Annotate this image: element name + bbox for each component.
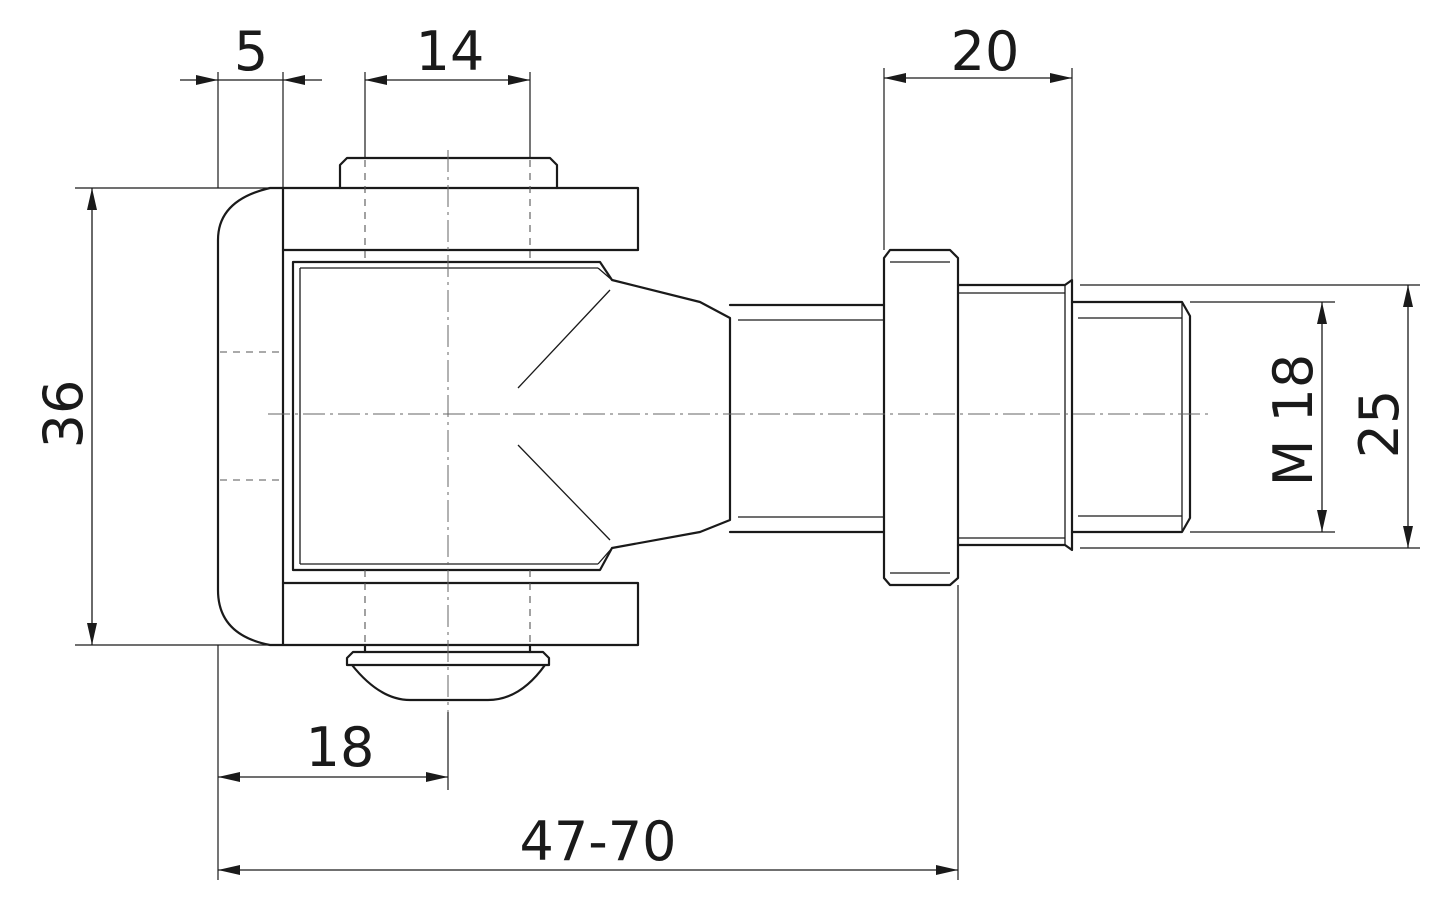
arrow-5-right — [283, 75, 305, 85]
hidden-lines — [220, 160, 531, 645]
eye-chamfer-top — [597, 267, 613, 281]
label-pin-offset: 18 — [306, 716, 375, 779]
label-flange-gap: 5 — [234, 20, 268, 83]
dimension-lines — [87, 73, 1413, 875]
arrow-5-left — [196, 75, 218, 85]
arrow-total-right — [936, 865, 958, 875]
hinge-part — [216, 156, 1192, 702]
threaded-end — [1070, 300, 1192, 534]
center-lines — [268, 150, 1212, 712]
collar — [882, 248, 960, 587]
arrow-14-left — [365, 75, 387, 85]
label-total-length: 47-70 — [520, 810, 677, 873]
arrow-total-left — [218, 865, 240, 875]
label-collar-width: 20 — [951, 20, 1020, 83]
arrow-36-bottom — [87, 623, 97, 645]
bottom-pin-cap — [345, 650, 551, 702]
arrow-18-left — [218, 772, 240, 782]
label-shaft-diameter: 25 — [1348, 390, 1411, 459]
bracket-outline — [216, 186, 640, 647]
arrow-18-right — [426, 772, 448, 782]
label-body-height: 36 — [32, 380, 95, 449]
eye-chamfer-bottom — [597, 547, 613, 565]
extension-lines — [75, 68, 1420, 880]
arrow-14-right — [508, 75, 530, 85]
shaft-rear — [956, 278, 1074, 552]
eye-block — [291, 260, 732, 572]
label-thread-size: M 18 — [1262, 354, 1325, 486]
arrow-m18-top — [1317, 302, 1327, 324]
arrow-25-bottom — [1403, 526, 1413, 548]
arrow-25-top — [1403, 285, 1413, 307]
arrow-20-left — [884, 73, 906, 83]
shaft — [728, 303, 886, 534]
eye-block-inner — [299, 267, 598, 565]
cone-line-top — [517, 289, 611, 389]
cone-line-bottom — [517, 444, 611, 541]
arrow-36-top — [87, 188, 97, 210]
label-pin-width: 14 — [416, 20, 485, 83]
dimension-labels: 5 14 20 36 M 18 25 18 47-70 — [32, 20, 1411, 873]
arrow-20-right — [1050, 73, 1072, 83]
arrow-m18-bottom — [1317, 510, 1327, 532]
